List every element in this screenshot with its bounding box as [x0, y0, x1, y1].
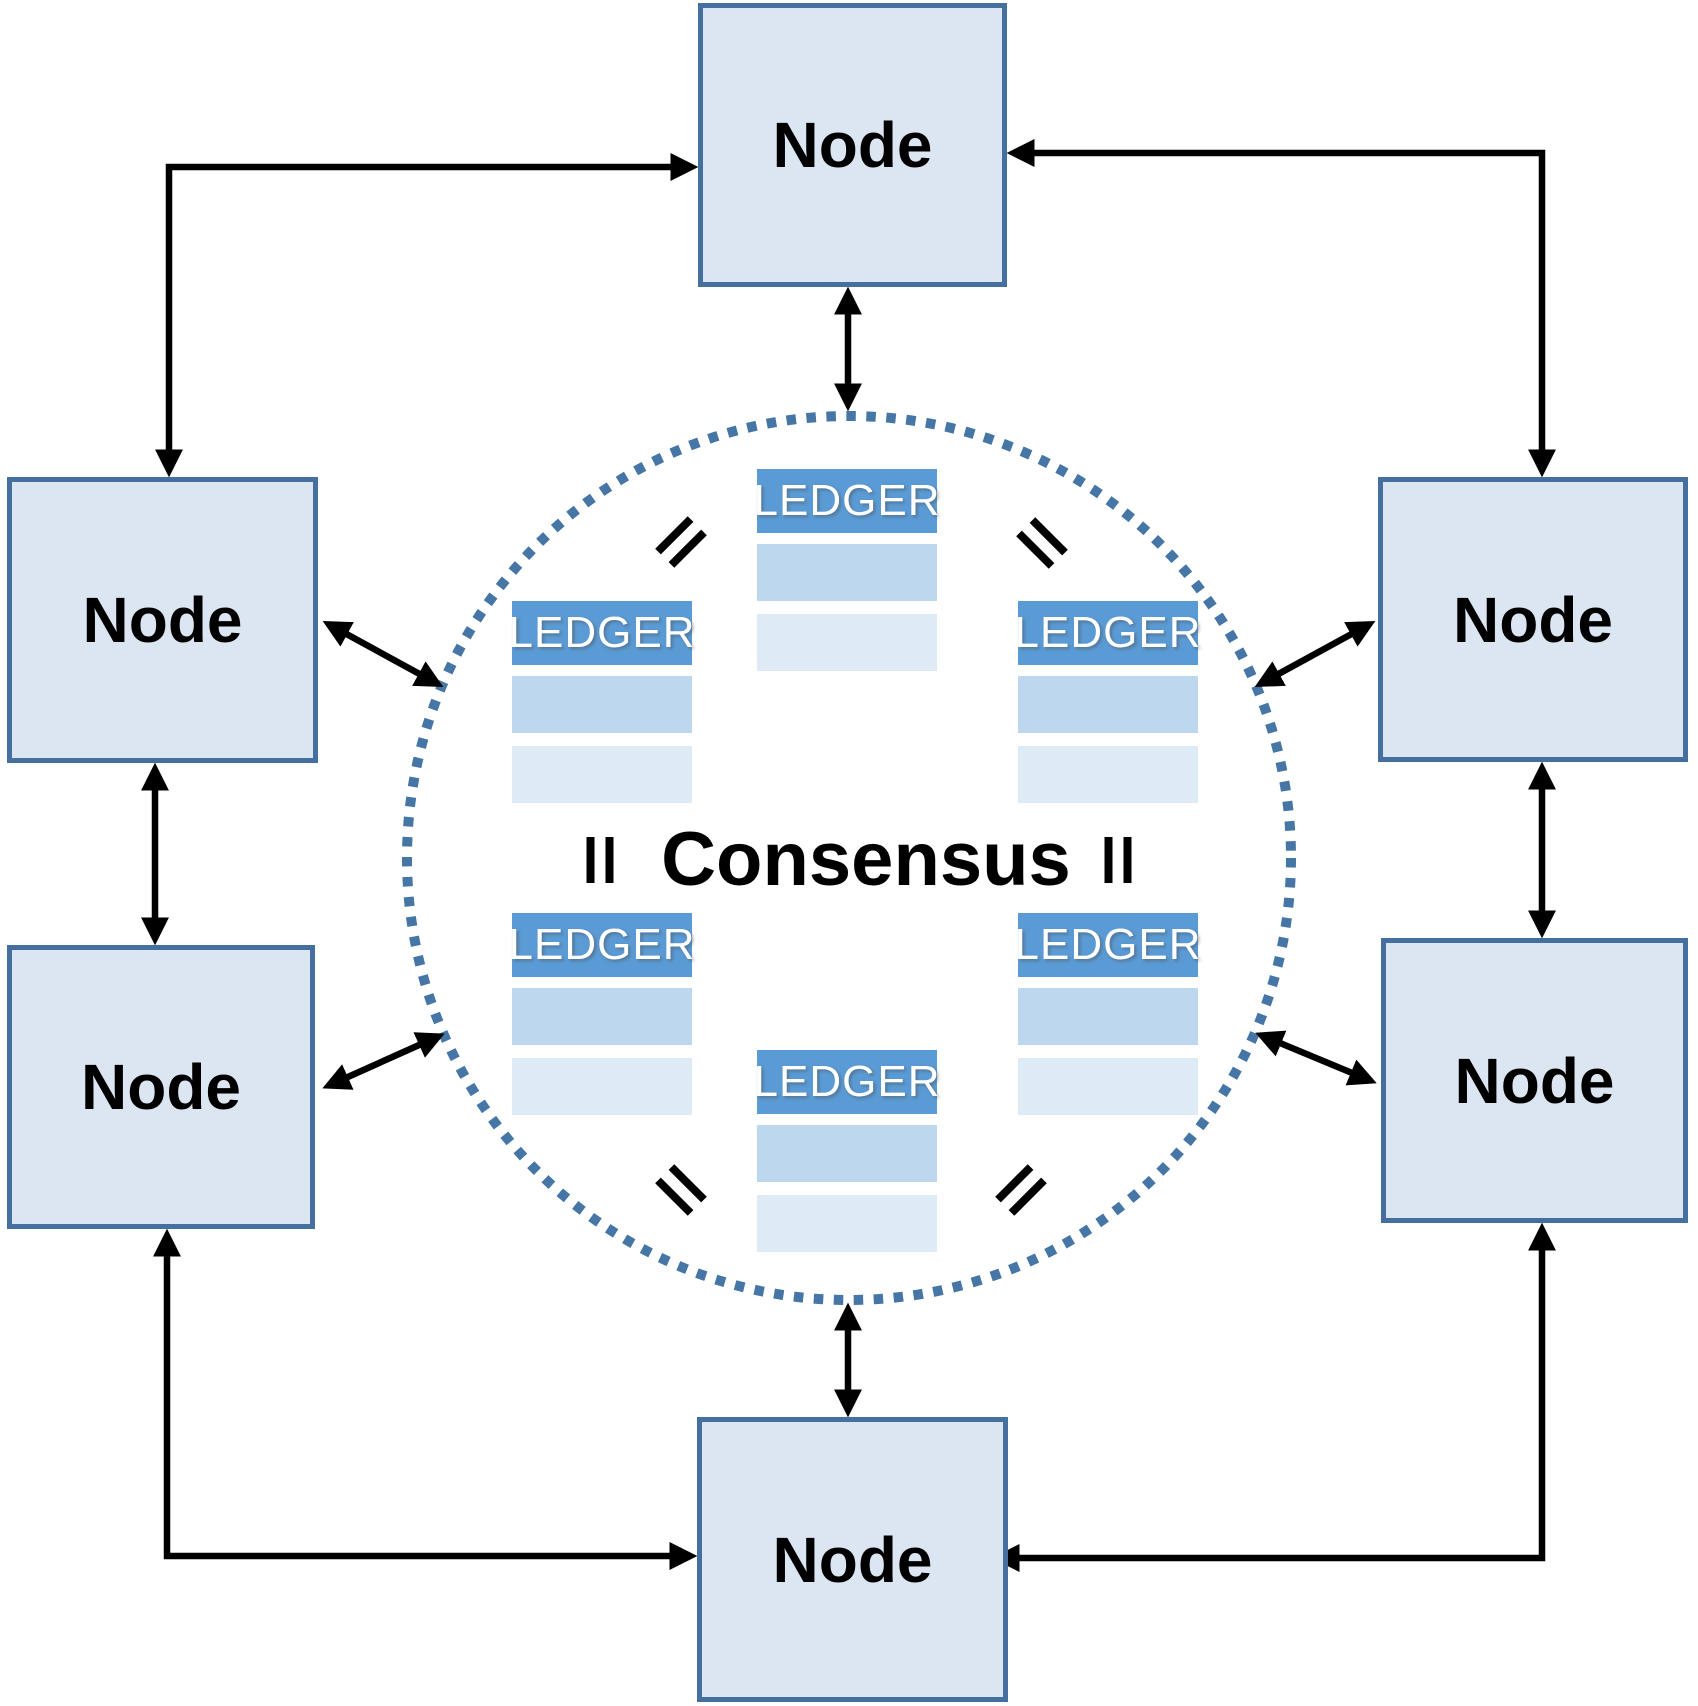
node-label: Node [772, 1523, 933, 1596]
arrow-rightupper-to-topnode [1006, 139, 1556, 478]
ledger-label: LEDGER [1014, 608, 1202, 657]
ledger-row [512, 1058, 692, 1115]
ledger-header: LEDGER [754, 469, 939, 533]
node-box-left-lower: Node [7, 945, 315, 1229]
ledger-header: LEDGER [509, 601, 694, 665]
ledger-row [757, 614, 937, 671]
ledger-row [1018, 676, 1198, 733]
node-label: Node [1453, 583, 1613, 656]
node-box-bottom: Node [697, 1417, 1008, 1702]
ledger-row [512, 746, 692, 803]
node-box-top: Node [698, 3, 1007, 287]
ledger-row [757, 544, 937, 601]
ledger-row [512, 988, 692, 1045]
ledger-upper-left: LEDGER [509, 601, 694, 803]
ledger-label: LEDGER [753, 476, 941, 525]
ledger-top: LEDGER [754, 469, 939, 671]
ledger-label: LEDGER [508, 608, 696, 657]
ledger-label: LEDGER [508, 920, 696, 969]
arrow-leftlower-to-circle [322, 1032, 445, 1090]
arrow-leftupper-to-circle [322, 620, 444, 688]
node-box-right-upper: Node [1378, 477, 1688, 762]
ledger-header: LEDGER [509, 913, 694, 977]
ledger-row [1018, 988, 1198, 1045]
ledger-lower-left: LEDGER [509, 913, 694, 1115]
ledger-row [1018, 1058, 1198, 1115]
ledger-upper-right: LEDGER [1015, 601, 1200, 803]
equals-icon [586, 837, 614, 883]
ledger-header: LEDGER [1015, 601, 1200, 665]
node-label: Node [772, 109, 933, 181]
consensus-label: Consensus [661, 817, 1071, 902]
node-box-left-upper: Node [7, 477, 318, 763]
arrow-rightupper-to-circle [1254, 620, 1376, 688]
ledger-header: LEDGER [754, 1050, 939, 1114]
arrow-leftlower-to-bottomnode [153, 1228, 698, 1570]
ledger-header: LEDGER [1015, 913, 1200, 977]
ledger-row [757, 1125, 937, 1182]
arrow-rightlower-to-bottomnode [991, 1222, 1556, 1572]
ledger-lower-right: LEDGER [1015, 913, 1200, 1115]
arrow-leftupper-to-topnode [155, 153, 699, 478]
ledger-row [1018, 746, 1198, 803]
ledger-bottom: LEDGER [754, 1050, 939, 1252]
node-label: Node [81, 1051, 241, 1123]
node-label: Node [82, 584, 243, 656]
ledger-row [757, 1195, 937, 1252]
consensus-boundary-circle [402, 411, 1296, 1305]
equals-icon [1104, 837, 1132, 883]
arrow-rightlower-to-circle [1255, 1030, 1377, 1086]
ledger-label: LEDGER [1014, 920, 1202, 969]
ledger-row [512, 676, 692, 733]
ledger-label: LEDGER [753, 1057, 941, 1106]
node-label: Node [1454, 1044, 1615, 1117]
node-box-right-lower: Node [1381, 938, 1688, 1223]
